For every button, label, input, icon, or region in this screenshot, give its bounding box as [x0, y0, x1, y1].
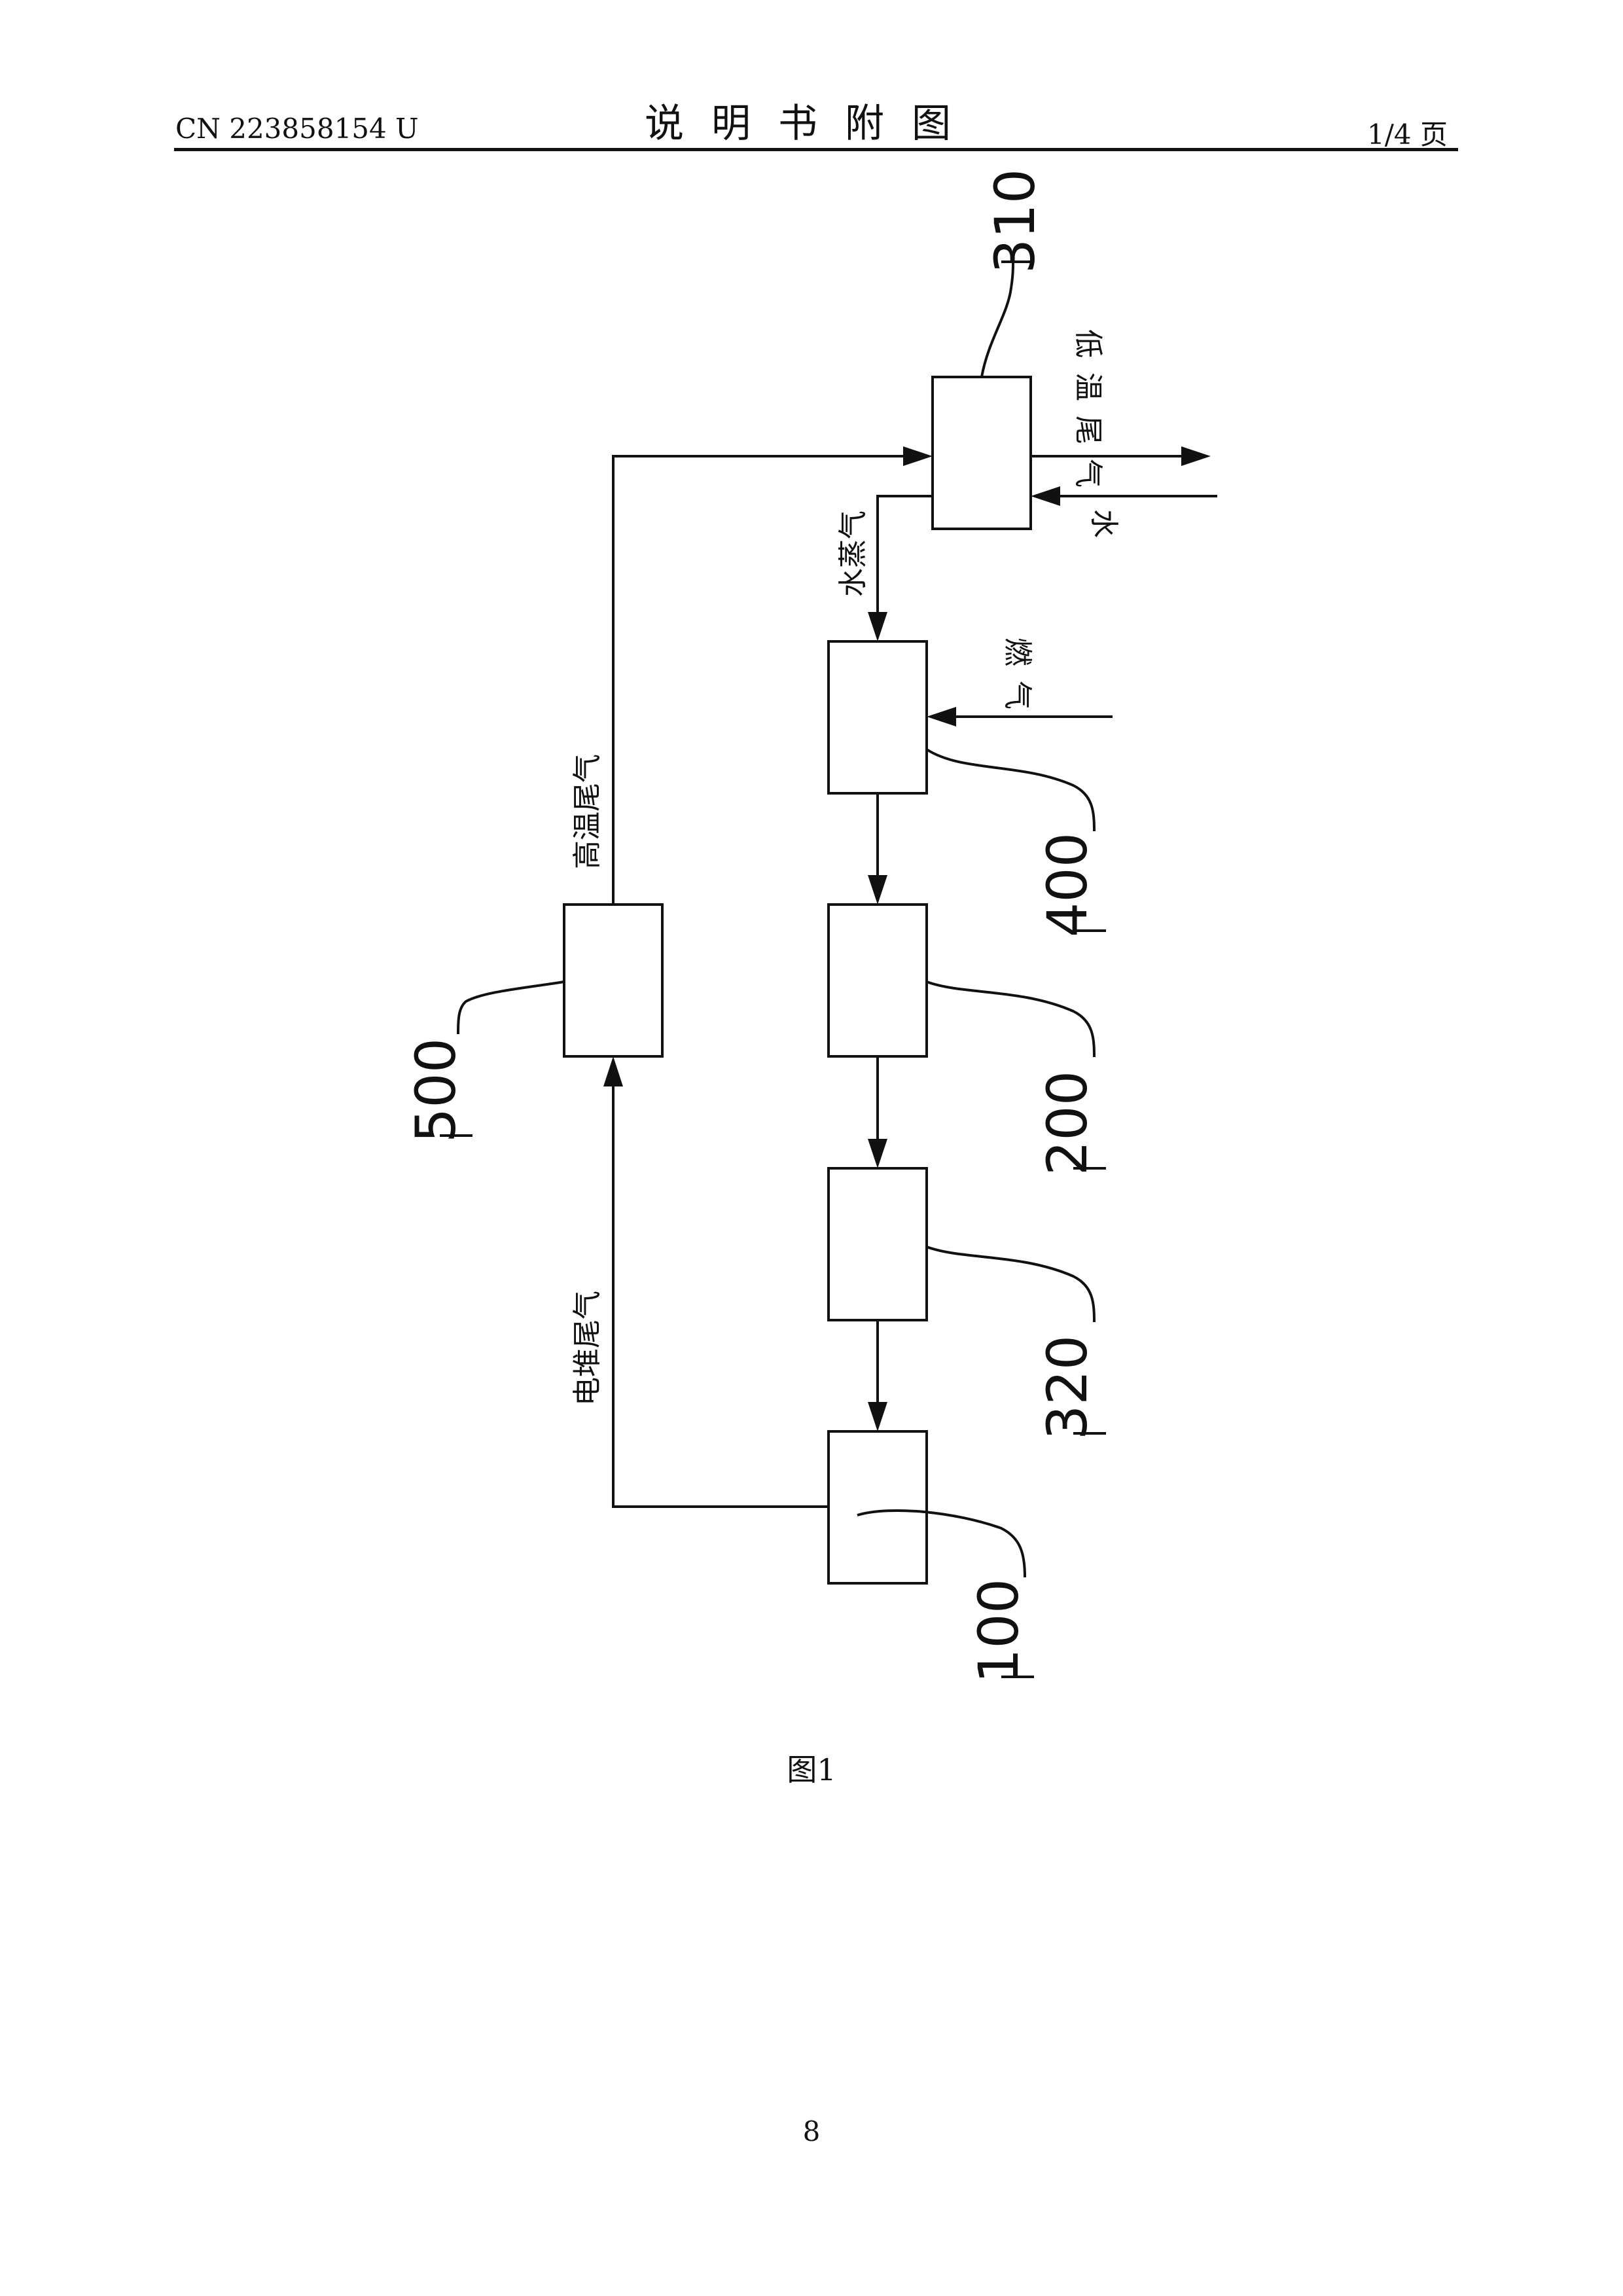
label-steam: 水蒸气: [836, 511, 870, 597]
arrowhead-into-400: [868, 612, 887, 641]
ref-400: 400: [1035, 833, 1099, 937]
leader-400: [927, 749, 1094, 831]
arrowhead-into-200: [868, 875, 887, 905]
leader-310: [982, 262, 1013, 377]
ref-500: 500: [404, 1038, 468, 1143]
arrowhead-into-320: [868, 1139, 887, 1168]
box-500: [564, 905, 662, 1056]
label-water: 水: [1087, 509, 1120, 538]
figure-caption: 图1: [0, 1746, 1623, 1789]
line-steam: [878, 496, 933, 623]
label-fuel-gas: 燃气: [1001, 637, 1034, 724]
box-320: [829, 1168, 927, 1320]
page-number: 8: [0, 2115, 1623, 2147]
ref-310: 310: [983, 169, 1047, 274]
box-200: [829, 905, 927, 1056]
arrowhead-into-310: [903, 446, 933, 466]
arrowhead-water-in: [1031, 486, 1060, 506]
box-100: [829, 1431, 927, 1583]
ref-320: 320: [1035, 1335, 1099, 1440]
arrowhead-into-100: [868, 1402, 887, 1431]
leader-500: [458, 982, 564, 1034]
label-low-temp-exhaust: 低温尾气: [1071, 329, 1105, 502]
arrowhead-low-temp-out: [1181, 446, 1211, 466]
leader-200: [927, 982, 1094, 1057]
leader-100: [857, 1511, 1025, 1577]
label-stack-exhaust: 电堆尾气: [571, 1291, 604, 1406]
leader-320: [927, 1247, 1094, 1322]
box-310: [933, 377, 1031, 529]
ref-200: 200: [1035, 1071, 1099, 1175]
line-stack-exhaust: [613, 1073, 829, 1507]
arrowhead-fuel-in: [927, 707, 956, 726]
label-high-temp-exhaust: 高温尾气: [571, 754, 604, 869]
ref-100: 100: [967, 1579, 1031, 1683]
box-400: [829, 641, 927, 793]
arrowhead-into-500: [603, 1056, 623, 1086]
